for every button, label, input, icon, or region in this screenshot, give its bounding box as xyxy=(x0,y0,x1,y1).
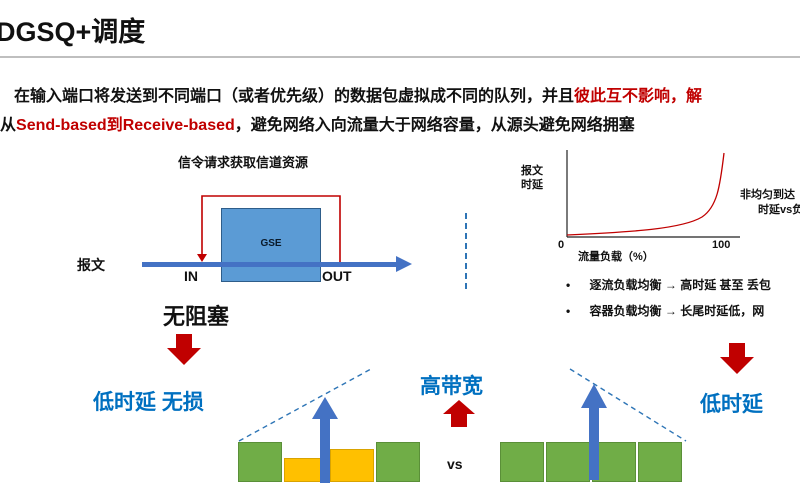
red-down-arrow-left xyxy=(167,334,201,365)
right-blue-up-arrow xyxy=(581,384,607,480)
chart-note-line1: 非均匀到达 xyxy=(740,189,795,201)
latency-axis-label: 报文 时延 xyxy=(521,164,543,192)
signal-loop xyxy=(197,195,341,264)
left-dashed-roof xyxy=(238,368,372,442)
bar-green xyxy=(546,442,590,482)
intro-line-2: 从Send-based到Receive-based，避免网络入向流量大于网络容量… xyxy=(0,111,635,135)
intro-line-1-highlight: 彼此互不影响，解 xyxy=(574,88,703,105)
packet-flow-arrow xyxy=(142,262,400,267)
intro-line-1-text: 在输入端口将发送到不同端口（或者优先级）的数据包虚拟成不同的队列，并且 xyxy=(14,88,575,105)
intro-line-2-prefix: 从 xyxy=(0,117,17,134)
intro-line-2-suffix: ，避免网络入向流量大于网络容量，从源头避免网络拥塞 xyxy=(234,117,635,134)
packet-label: 报文 xyxy=(77,257,105,273)
latency-axis-label-line2: 时延 xyxy=(521,179,543,191)
high-bandwidth-label: 高带宽 xyxy=(420,375,483,398)
bar-green xyxy=(500,442,544,482)
bullet-1-text: 逐流负载均衡 → 高时延 甚至 丢包 xyxy=(589,278,771,292)
red-up-arrow xyxy=(443,400,475,427)
chart-note-line2: 时延vs负 xyxy=(758,204,800,216)
latency-axis-label-line1: 报文 xyxy=(521,165,543,177)
bar-yellow xyxy=(330,449,374,482)
left-blue-up-arrow xyxy=(312,397,338,483)
divider-dashed xyxy=(465,213,467,289)
gse-label: GSE xyxy=(260,238,282,249)
bullet-2: • 容器负载均衡 → 长尾时延低，网 xyxy=(566,302,764,319)
out-label: OUT xyxy=(322,268,352,284)
in-label: IN xyxy=(184,268,198,284)
gse-box xyxy=(221,208,321,282)
title-divider xyxy=(0,56,800,58)
latency-curve-chart xyxy=(566,150,740,238)
page-title: DGSQ+调度 xyxy=(0,17,146,47)
bar-green xyxy=(376,442,420,482)
gse-caption: 信令请求获取信道资源 xyxy=(178,155,309,170)
chart-x-tick: 100 xyxy=(712,239,731,251)
bullet-1-dot: • xyxy=(566,278,571,292)
low-latency-lossless-label: 低时延 无损 xyxy=(93,391,204,414)
bar-green xyxy=(238,442,282,482)
bullet-2-dot: • xyxy=(566,304,571,318)
chart-origin-label: 0 xyxy=(558,239,565,251)
intro-line-1: 在输入端口将发送到不同端口（或者优先级）的数据包虚拟成不同的队列，并且彼此互不影… xyxy=(14,82,702,106)
right-bar-group xyxy=(500,410,682,482)
bullet-1: • 逐流负载均衡 → 高时延 甚至 丢包 xyxy=(566,276,771,293)
packet-flow-arrowhead xyxy=(396,256,412,272)
right-low-latency-label: 低时延 xyxy=(700,393,763,416)
bullet-2-text: 容器负载均衡 → 长尾时延低，网 xyxy=(589,304,765,318)
no-blocking-label: 无阻塞 xyxy=(163,304,230,329)
vs-label: vs xyxy=(447,456,463,472)
right-dashed-roof xyxy=(569,368,687,442)
intro-line-2-highlight: Send-based到Receive-based xyxy=(16,117,235,134)
chart-x-label: 流量负载（%） xyxy=(578,251,654,263)
red-down-arrow-right xyxy=(720,343,754,374)
chart-note: 非均匀到达 时延vs负 xyxy=(740,188,800,218)
bar-green xyxy=(638,442,682,482)
